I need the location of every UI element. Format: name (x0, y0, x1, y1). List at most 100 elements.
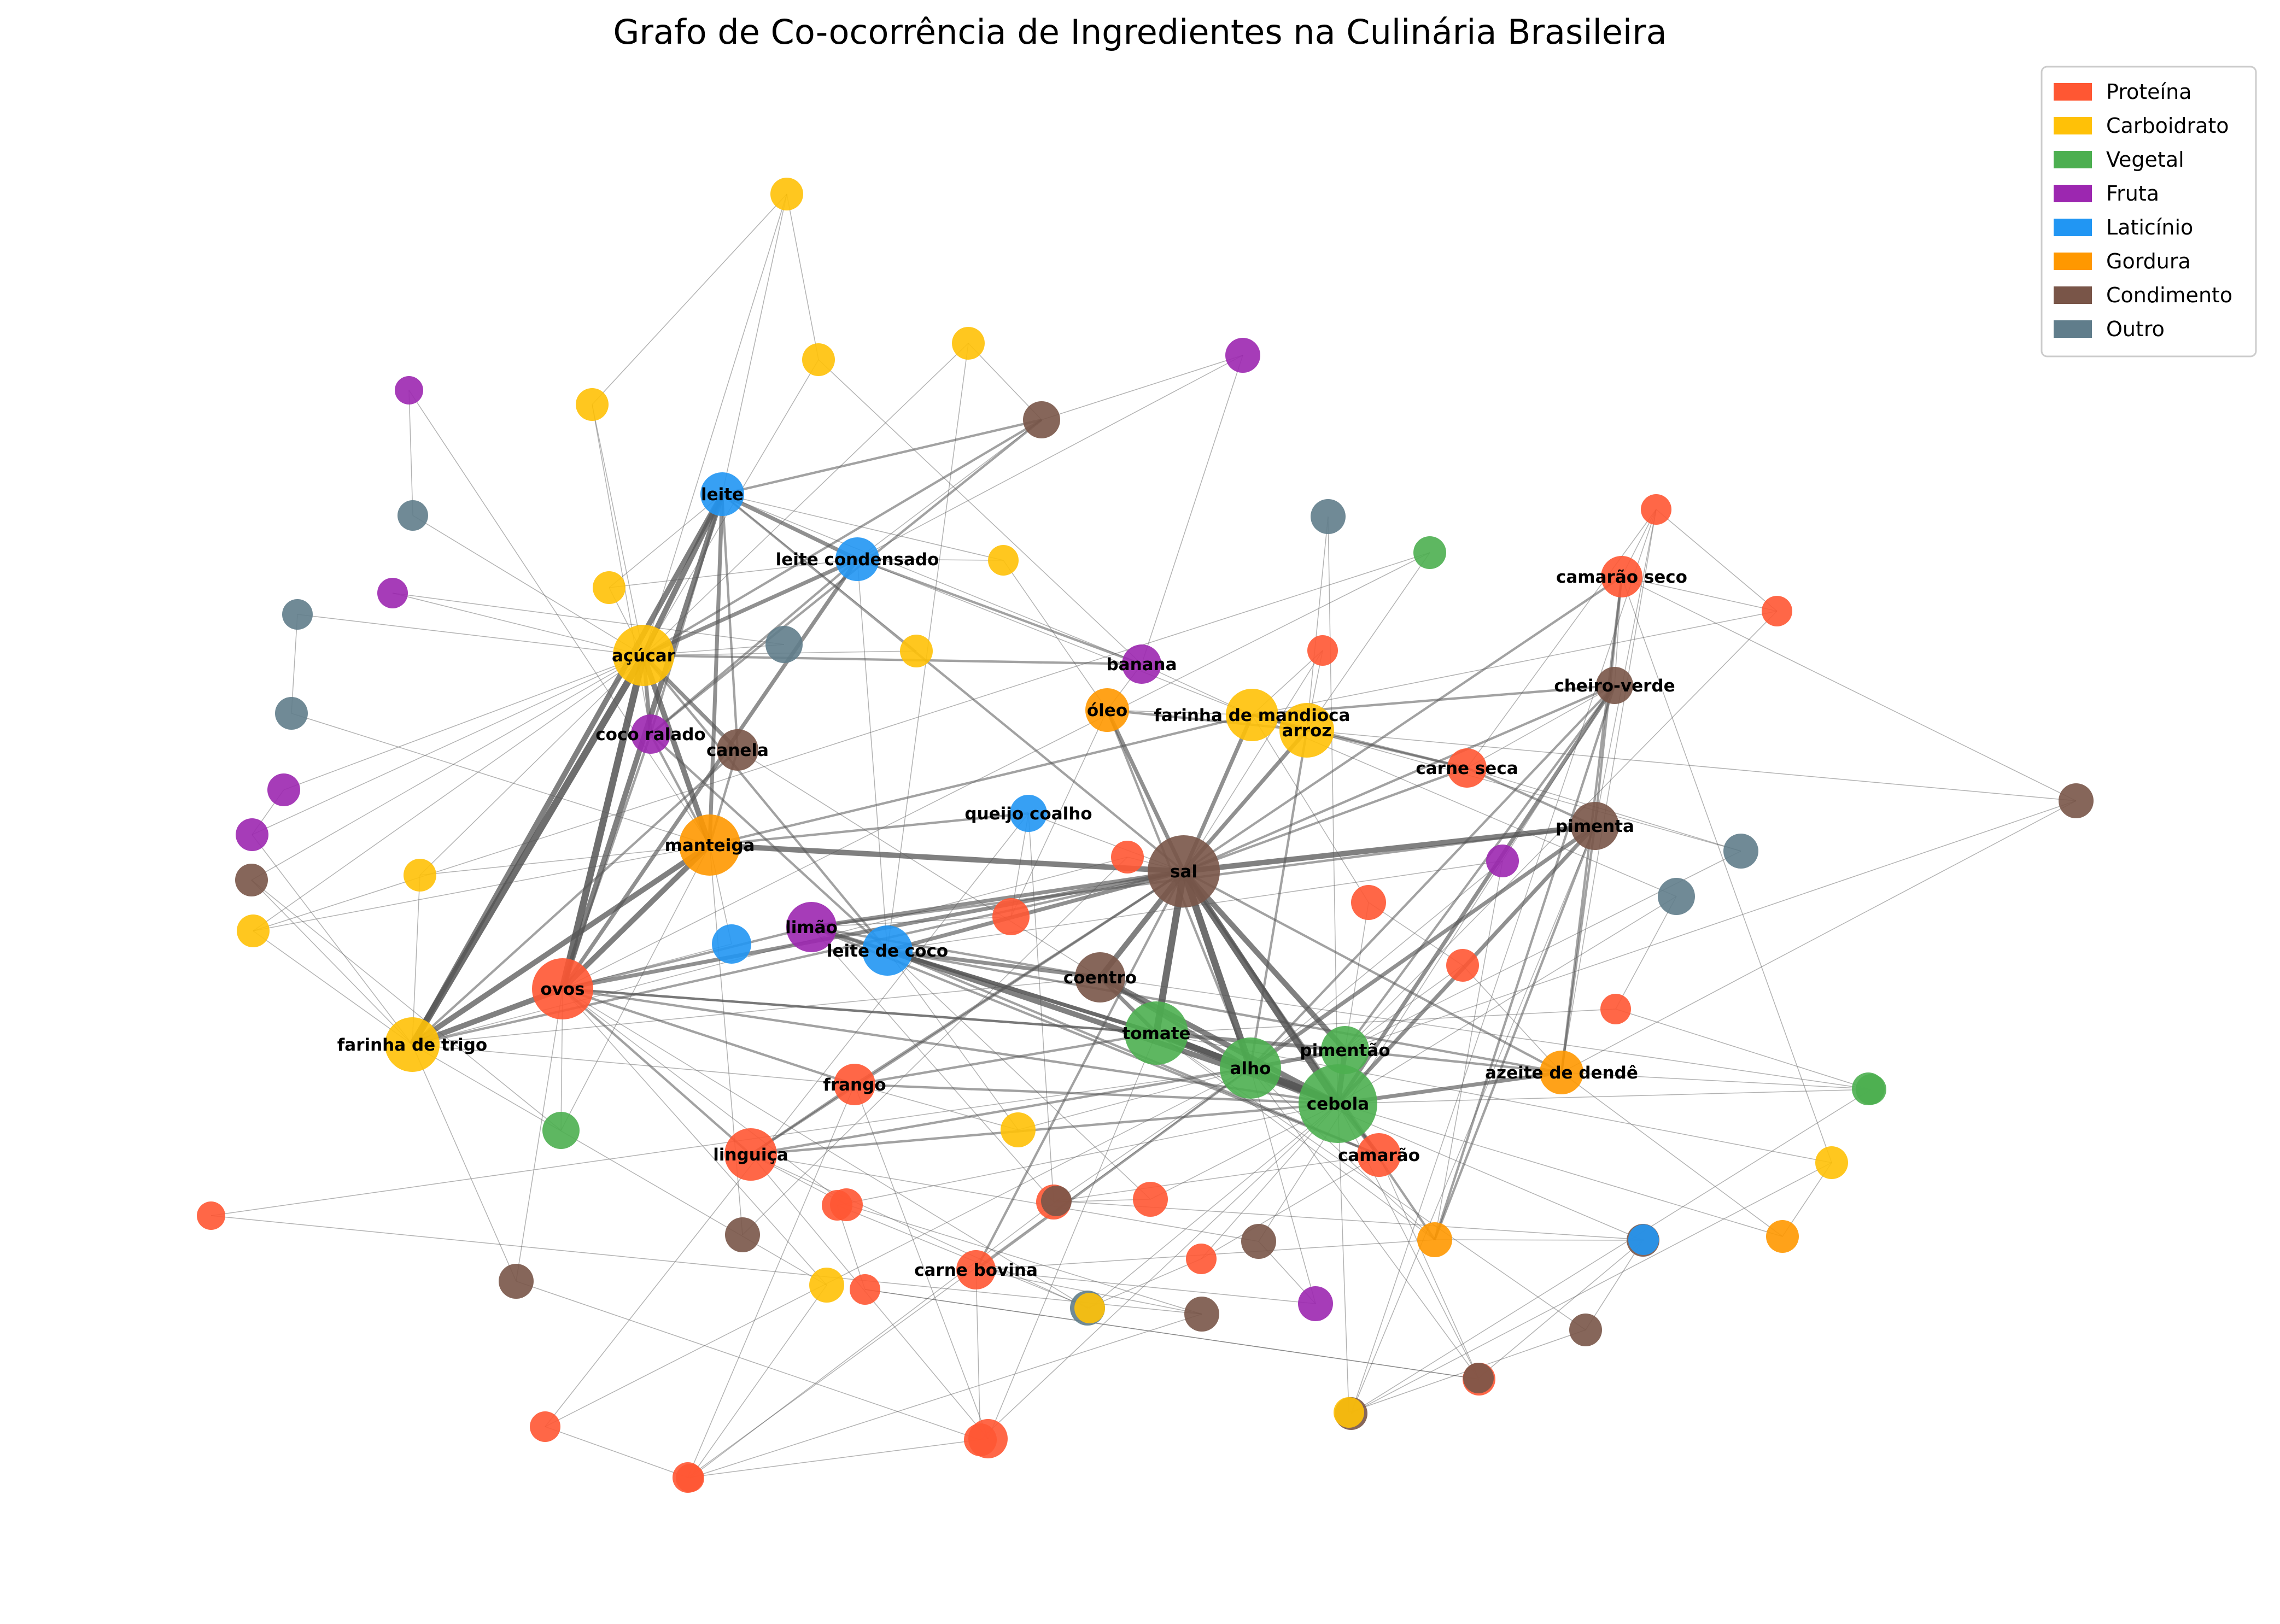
node-leite[interactable] (700, 472, 744, 516)
node-n50[interactable] (1184, 1297, 1219, 1332)
node-n8[interactable] (397, 500, 428, 531)
node-n29[interactable] (1311, 499, 1346, 534)
node-n40[interactable] (1351, 885, 1386, 920)
edge-carne-bovina-n53 (975, 1269, 1316, 1304)
node-canela[interactable] (717, 729, 758, 771)
edge-leite-de-coco-n36 (887, 860, 1503, 951)
node-oleo[interactable] (1085, 688, 1129, 732)
node-limao[interactable] (786, 902, 837, 952)
node-n23[interactable] (1111, 841, 1144, 873)
node-n15[interactable] (275, 697, 308, 730)
node-n59[interactable] (1766, 1220, 1799, 1253)
node-linguica[interactable] (724, 1128, 777, 1181)
node-n34[interactable] (1641, 494, 1671, 525)
node-n42[interactable] (1600, 994, 1631, 1024)
node-n14[interactable] (900, 635, 933, 667)
node-n20[interactable] (237, 914, 270, 947)
node-n45[interactable] (197, 1201, 225, 1230)
legend-label-condimento: Condimento (2106, 283, 2232, 307)
node-n38[interactable] (2059, 783, 2094, 818)
node-n10[interactable] (377, 578, 408, 608)
node-farinha-de-mandioca[interactable] (1226, 689, 1278, 741)
node-n25[interactable] (499, 1264, 534, 1299)
node-n54[interactable] (1417, 1222, 1452, 1257)
node-n63[interactable] (1041, 1186, 1072, 1216)
graph-title: Grafo de Co-ocorrência de Ingredientes n… (613, 12, 1667, 52)
node-pimentao[interactable] (1321, 1026, 1369, 1074)
edge-sal-n28 (1183, 650, 1323, 872)
node-n13[interactable] (765, 626, 803, 663)
node-frango[interactable] (834, 1064, 875, 1105)
node-n60[interactable] (1186, 1244, 1217, 1274)
node-leite-condensado[interactable] (835, 537, 879, 581)
node-n70[interactable] (964, 1423, 997, 1456)
node-n37[interactable] (1723, 834, 1758, 869)
node-banana[interactable] (1122, 644, 1161, 684)
node-n49[interactable] (1001, 1112, 1036, 1147)
node-n41[interactable] (1446, 949, 1479, 982)
node-alho[interactable] (1220, 1037, 1281, 1099)
node-n66[interactable] (1074, 1293, 1105, 1323)
node-carne-bovina[interactable] (956, 1250, 996, 1289)
node-cebola[interactable] (1299, 1064, 1377, 1143)
node-n44[interactable] (1815, 1146, 1848, 1179)
node-n52[interactable] (1241, 1224, 1276, 1259)
node-n21[interactable] (712, 924, 751, 964)
node-coco-ralado[interactable] (631, 714, 670, 754)
node-n17[interactable] (236, 818, 268, 851)
node-n36[interactable] (1486, 845, 1519, 877)
node-n6[interactable] (576, 388, 609, 421)
node-manteiga[interactable] (679, 814, 740, 876)
node-n68[interactable] (1856, 1074, 1886, 1105)
node-azeite-de-dende[interactable] (1540, 1051, 1583, 1094)
node-n69[interactable] (676, 1464, 704, 1492)
node-n1[interactable] (770, 178, 803, 210)
node-n65[interactable] (1463, 1363, 1494, 1393)
node-n11[interactable] (988, 545, 1019, 576)
node-carne-seca[interactable] (1447, 748, 1487, 788)
node-n61[interactable] (850, 1274, 880, 1305)
node-n56[interactable] (1569, 1314, 1602, 1346)
node-n22[interactable] (542, 1112, 580, 1149)
node-camarao-seco[interactable] (1601, 556, 1642, 597)
node-n46[interactable] (530, 1411, 560, 1442)
node-acucar[interactable] (613, 625, 674, 686)
node-leite-de-coco[interactable] (862, 925, 913, 976)
node-arroz[interactable] (1279, 703, 1334, 758)
node-n30[interactable] (1413, 536, 1446, 569)
node-tomate[interactable] (1125, 1001, 1188, 1065)
node-n31[interactable] (992, 898, 1030, 935)
node-pimenta[interactable] (1571, 802, 1619, 850)
edge-alho-n49 (1018, 1068, 1251, 1130)
node-sal[interactable] (1148, 835, 1220, 907)
node-n9[interactable] (282, 599, 313, 630)
edge-sal-manteiga (709, 842, 1184, 874)
node-n12[interactable] (593, 571, 625, 604)
node-n18[interactable] (235, 864, 268, 896)
node-n35[interactable] (1762, 596, 1792, 626)
node-camarao[interactable] (1357, 1133, 1401, 1177)
node-queijo-coalho[interactable] (1010, 795, 1047, 832)
node-n26[interactable] (809, 1268, 844, 1303)
edge-leite-condensado-farinha-de-mandioca (857, 559, 1253, 716)
node-ovos[interactable] (532, 958, 593, 1019)
node-n53[interactable] (1298, 1286, 1333, 1321)
node-n39[interactable] (1658, 878, 1695, 915)
node-n7[interactable] (1023, 401, 1060, 438)
node-coentro[interactable] (1075, 952, 1125, 1002)
node-n62[interactable] (822, 1190, 852, 1221)
node-n2[interactable] (952, 327, 985, 360)
node-n16[interactable] (267, 773, 300, 806)
edge-manteiga-n15 (291, 713, 710, 846)
node-farinha-de-trigo[interactable] (385, 1017, 440, 1072)
node-n24[interactable] (725, 1217, 760, 1252)
node-n64[interactable] (1334, 1397, 1364, 1428)
node-n19[interactable] (404, 859, 436, 892)
node-n3[interactable] (802, 343, 835, 376)
node-cheiro-verde[interactable] (1596, 667, 1633, 704)
node-n28[interactable] (1307, 635, 1338, 666)
node-n5[interactable] (1225, 338, 1260, 373)
node-n33[interactable] (1133, 1182, 1168, 1217)
node-n67[interactable] (1628, 1224, 1659, 1255)
node-n4[interactable] (395, 376, 423, 404)
